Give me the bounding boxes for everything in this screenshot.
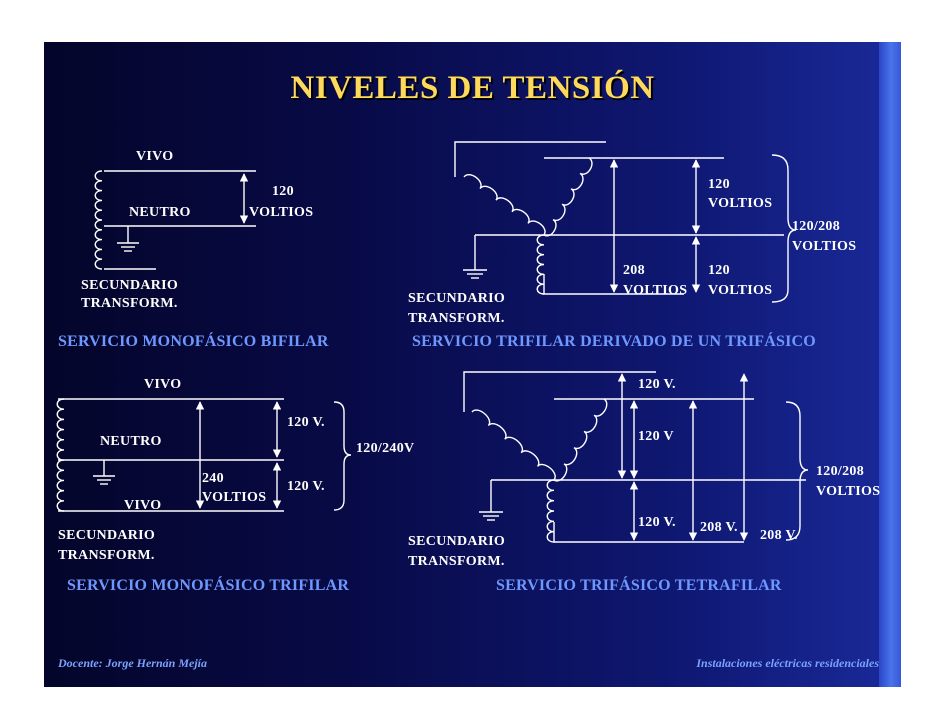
p4-diag-winding-right-icon	[553, 398, 608, 482]
p3-transformer-label: TRANSFORM.	[58, 548, 155, 563]
p4-brace	[785, 401, 809, 541]
p2-brace	[771, 154, 797, 303]
footer-author: Docente: Jorge Hernán Mejía	[58, 656, 207, 670]
p1-secondary-label: SECUNDARIO	[81, 278, 179, 293]
p2-label-c-value: 208	[623, 263, 645, 278]
p4-diag-winding-left-icon	[471, 409, 556, 481]
p4-caption: SERVICIO TRIFÁSICO TETRAFILAR	[496, 577, 782, 594]
p2-label-d-value: 120/208	[792, 219, 840, 234]
p3-label-d: 120/240V	[356, 441, 415, 456]
slide-edge-band	[879, 42, 901, 687]
p2-label-d-unit: VOLTIOS	[792, 239, 857, 254]
p3-neutro-label: NEUTRO	[100, 434, 162, 449]
p3-secondary-label: SECUNDARIO	[58, 528, 156, 543]
p1-caption: SERVICIO MONOFÁSICO BIFILAR	[58, 333, 329, 350]
p1-transformer-label: TRANSFORM.	[81, 296, 178, 311]
p4-label-f-value: 120/208	[816, 464, 864, 479]
p3-vivo-top-label: VIVO	[144, 377, 182, 392]
transformer-windings	[56, 157, 608, 543]
p4-top-wire	[463, 371, 656, 412]
p4-bottom-wire	[553, 522, 744, 543]
p2-label-a-unit: VOLTIOS	[708, 196, 773, 211]
p4-label-f-unit: VOLTIOS	[816, 484, 881, 499]
slide: NIVELES DE TENSIÓN VIVO NEUTRO 120 VOLTI…	[44, 42, 901, 687]
p2-caption: SERVICIO TRIFILAR DERIVADO DE UN TRIFÁSI…	[412, 333, 816, 350]
p3-brace	[333, 401, 352, 511]
p4-label-e: 208 V.	[760, 528, 798, 543]
p4-label-d: 208 V.	[700, 520, 738, 535]
p2-top-wire	[454, 141, 606, 177]
p2-label-a-value: 120	[708, 177, 730, 192]
p2-winding-icon	[536, 234, 545, 295]
wiring-diagram	[56, 141, 809, 543]
p1-neutro-label: NEUTRO	[129, 205, 191, 220]
wiring-lines	[58, 141, 809, 543]
p1-voltage-unit: VOLTIOS	[249, 205, 314, 220]
p1-vivo-label: VIVO	[136, 149, 174, 164]
p2-label-b-value: 120	[708, 263, 730, 278]
p2-transformer-label: TRANSFORM.	[408, 311, 505, 326]
page-title: NIVELES DE TENSIÓN	[290, 70, 655, 106]
footer-course: Instalaciones eléctricas residenciales	[696, 656, 879, 670]
p4-label-c: 120 V.	[638, 515, 676, 530]
p2-bottom-wire	[543, 274, 684, 295]
p3-label-b: 120 V.	[287, 479, 325, 494]
p2-diag-winding-right-icon	[543, 157, 593, 237]
p2-label-c-unit: VOLTIOS	[623, 283, 688, 298]
p2-label-b-unit: VOLTIOS	[708, 283, 773, 298]
p4-transformer-label: TRANSFORM.	[408, 554, 505, 569]
p3-caption: SERVICIO MONOFÁSICO TRIFILAR	[67, 577, 350, 594]
p4-secondary-label: SECUNDARIO	[408, 534, 506, 549]
p3-vivo-bottom-label: VIVO	[124, 498, 162, 513]
p4-winding-icon	[546, 479, 555, 543]
p2-secondary-label: SECUNDARIO	[408, 291, 506, 306]
p3-winding-icon	[56, 398, 65, 512]
p4-label-a: 120 V.	[638, 377, 676, 392]
p3-label-c-unit: VOLTIOS	[202, 490, 267, 505]
p1-voltage-value: 120	[272, 184, 294, 199]
p2-diag-winding-left-icon	[463, 174, 546, 236]
p3-label-c-value: 240	[202, 471, 224, 486]
p4-label-b: 120 V	[638, 429, 674, 444]
p3-label-a: 120 V.	[287, 415, 325, 430]
p1-winding-icon	[94, 170, 103, 270]
